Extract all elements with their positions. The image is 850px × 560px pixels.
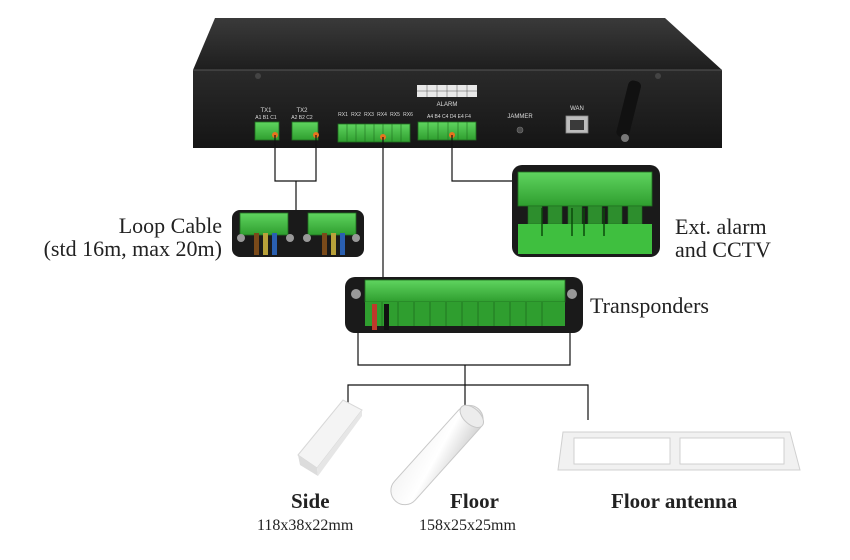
- transponders-label: Transponders: [590, 293, 709, 318]
- ext-alarm-subtitle: and CCTV: [675, 237, 771, 263]
- ext-alarm-connector: [512, 165, 660, 257]
- wan-port: [565, 115, 589, 134]
- side-transponder-image: [297, 399, 363, 476]
- rx-labels: RX1 RX2 RX3 RX4 RX5 RX6: [338, 112, 413, 118]
- tx2-label: TX2: [296, 108, 308, 114]
- rx-label: RX1: [338, 112, 348, 118]
- ext-alarm-label: Ext. alarm and CCTV: [675, 215, 771, 261]
- tx2-pins-label: A2 B2 C2: [291, 115, 313, 121]
- side-transponder-name: Side: [291, 489, 330, 513]
- jammer-label: JAMMER: [507, 114, 533, 120]
- tx1-terminal: [254, 121, 280, 141]
- alarm-label: ALARM: [437, 102, 458, 108]
- rx-label: RX4: [377, 112, 387, 118]
- jammer-led: [516, 126, 524, 134]
- wan-label: WAN: [570, 106, 584, 112]
- loop-cable-connector: [232, 210, 364, 257]
- floor-antenna-name: Floor antenna: [611, 489, 738, 513]
- floor-antenna-image: [557, 431, 801, 471]
- rx-label: RX6: [403, 112, 413, 118]
- rx-label: RX2: [351, 112, 361, 118]
- loop-cable-title: Loop Cable: [118, 213, 222, 238]
- rx-label: RX5: [390, 112, 400, 118]
- floor-transponder-name: Floor: [450, 489, 499, 513]
- loop-cable-label: Loop Cable (std 16m, max 20m): [44, 214, 222, 260]
- ext-alarm-title: Ext. alarm: [675, 214, 767, 239]
- rx-label: RX3: [364, 112, 374, 118]
- transponders-connector: [345, 277, 583, 333]
- device-top-surface: [193, 18, 722, 70]
- tx1-label: TX1: [260, 108, 272, 114]
- alarm-legend-table: [417, 85, 477, 97]
- loop-cable-spec: (std 16m, max 20m): [43, 236, 222, 262]
- antenna: [616, 80, 641, 142]
- floor-transponder-image: [390, 404, 484, 506]
- device-unit: TX1 A1 B1 C1 TX2 A2 B2 C2 RX1 RX2 RX3 RX…: [193, 18, 722, 148]
- alarm-pins-label: A4 B4 C4 D4 E4 F4: [427, 114, 471, 120]
- side-transponder-dims: 118x38x22mm: [257, 517, 354, 534]
- floor-transponder-dims: 158x25x25mm: [419, 517, 516, 534]
- rx-terminal-block: [337, 123, 411, 143]
- alarm-terminal-block: [417, 121, 477, 141]
- tx1-pins-label: A1 B1 C1: [255, 115, 277, 121]
- tx2-terminal: [291, 121, 319, 141]
